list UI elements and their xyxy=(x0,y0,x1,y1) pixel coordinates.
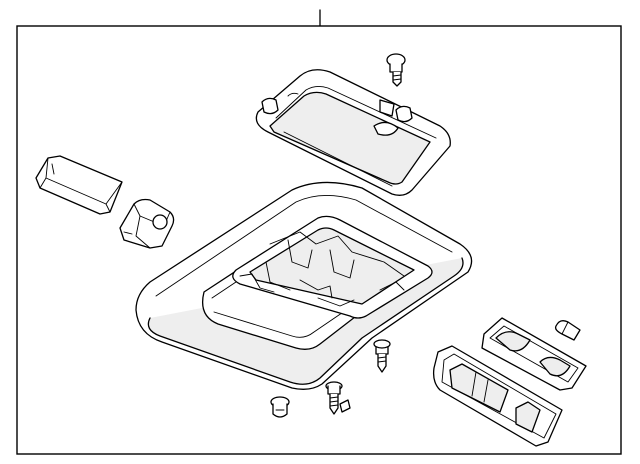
overhead-console-housing xyxy=(135,181,473,390)
screw-bottom xyxy=(325,381,351,415)
map-lamp-switch-panel xyxy=(481,317,587,391)
screw-top xyxy=(386,53,406,87)
screw-center xyxy=(373,339,391,373)
clip xyxy=(270,396,290,418)
sunglass-holder-door xyxy=(255,69,451,196)
bulb xyxy=(554,320,581,341)
lamp-socket xyxy=(119,198,175,249)
garage-opener-module xyxy=(35,155,123,215)
switch-panel-lower xyxy=(432,345,563,447)
